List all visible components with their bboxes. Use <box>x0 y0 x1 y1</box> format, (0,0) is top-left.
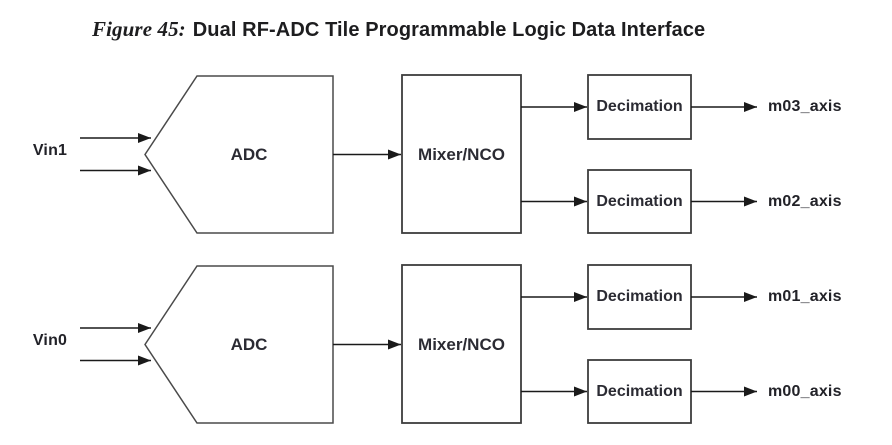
mixer-nco-label-tile1: Mixer/NCO <box>418 144 505 164</box>
input-label-vin0: Vin0 <box>32 332 68 349</box>
output-label-m03-axis: m03_axis <box>768 98 842 115</box>
mixer-nco-block-tile0 <box>401 264 522 424</box>
figure-title: Figure 45: Dual RF-ADC Tile Programmable … <box>92 17 705 42</box>
output-label-m02-axis: m02_axis <box>768 193 842 210</box>
decimation-label-tile1-a: Decimation <box>596 98 683 115</box>
mixer-nco-block-tile1 <box>401 74 522 234</box>
input-label-vin1: Vin1 <box>32 142 68 159</box>
adc-label-tile1: ADC <box>230 144 268 164</box>
adc-label-tile0: ADC <box>230 334 268 354</box>
mixer-nco-label-tile0: Mixer/NCO <box>418 334 505 354</box>
output-label-m01-axis: m01_axis <box>768 288 842 305</box>
decimation-label-tile0-a: Decimation <box>596 288 683 305</box>
decimation-label-tile0-b: Decimation <box>596 383 683 400</box>
figure-name: Dual RF-ADC Tile Programmable Logic Data… <box>192 19 706 41</box>
decimation-block-tile1-b <box>587 169 692 234</box>
decimation-label-tile1-b: Decimation <box>596 193 683 210</box>
output-label-m00-axis: m00_axis <box>768 383 842 400</box>
decimation-block-tile1-a <box>587 74 692 140</box>
decimation-block-tile0-b <box>587 359 692 424</box>
figure-number-label: Figure 45: <box>92 17 186 41</box>
